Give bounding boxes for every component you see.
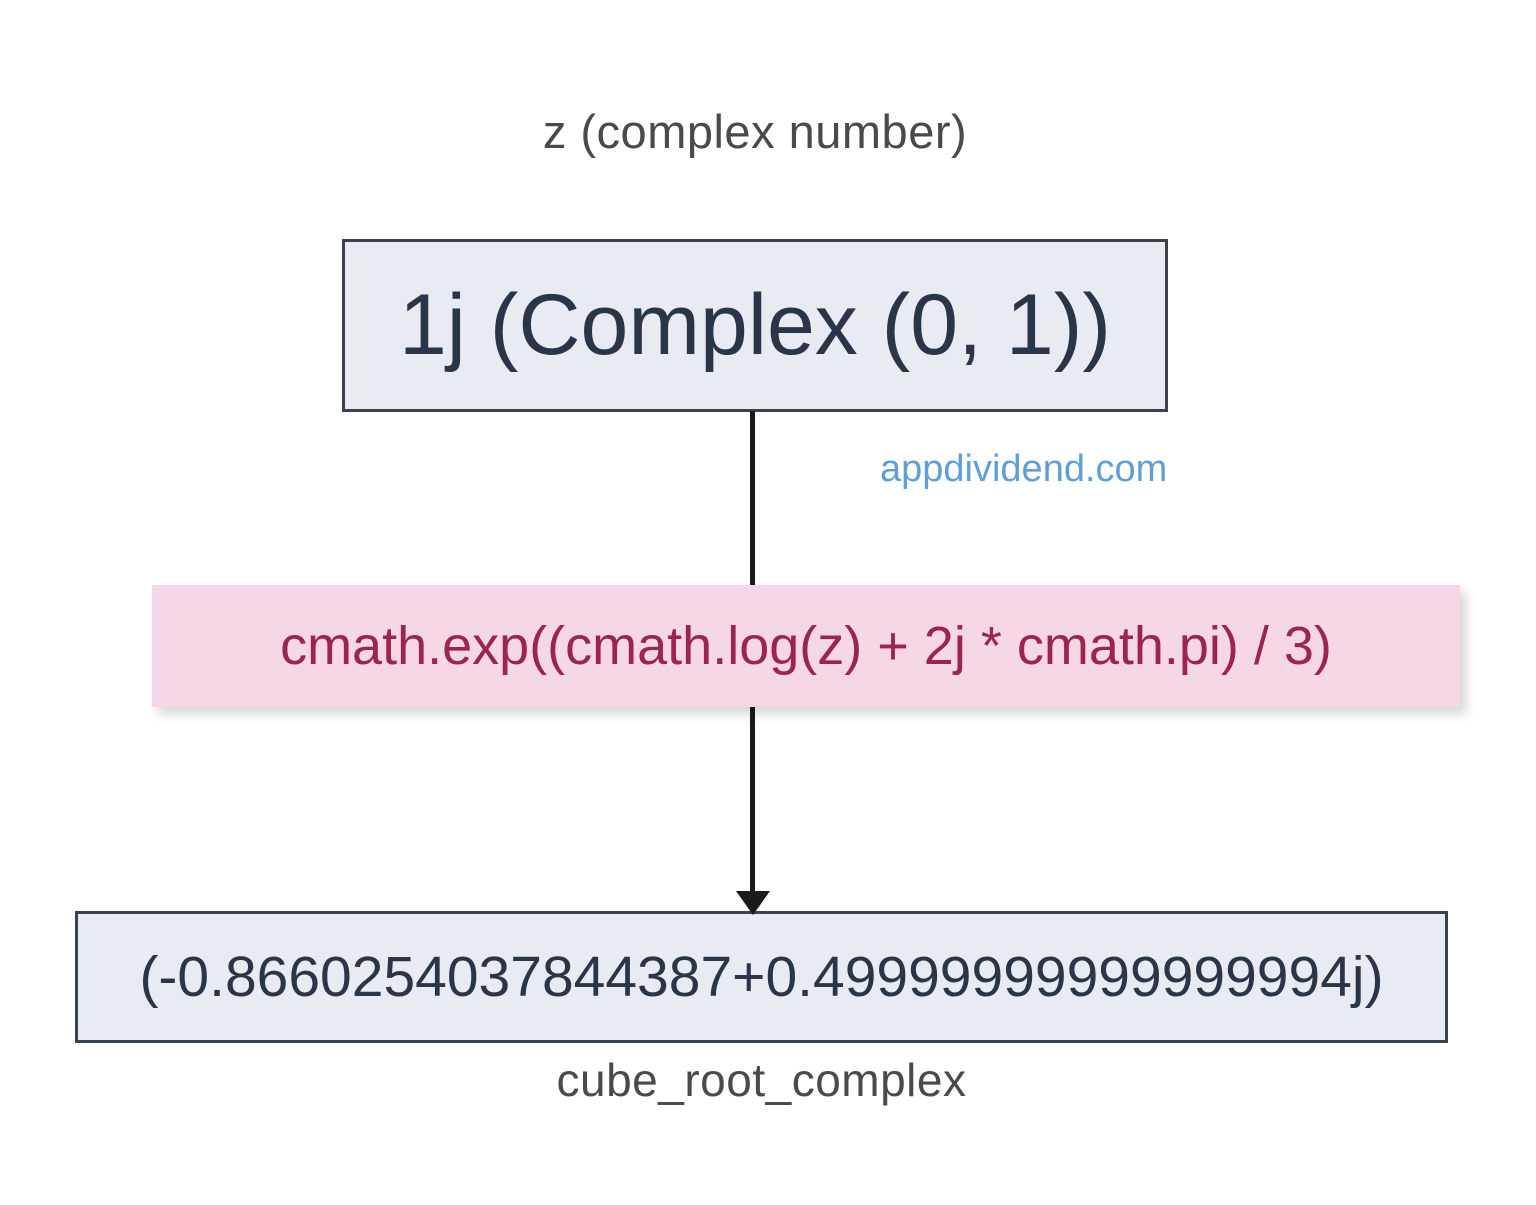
output-variable-label: cube_root_complex [556, 1054, 967, 1106]
input-variable-label: z (complex number) [542, 105, 968, 158]
output-value-box: (-0.8660254037844387+0.49999999999999994… [75, 911, 1448, 1043]
watermark-text: appdividend.com [880, 448, 1168, 490]
input-value-text: 1j (Complex (0, 1)) [398, 277, 1112, 373]
output-value-text: (-0.8660254037844387+0.49999999999999994… [139, 945, 1384, 1009]
formula-text: cmath.exp((cmath.log(z) + 2j * cmath.pi)… [280, 616, 1332, 676]
input-value-box: 1j (Complex (0, 1)) [342, 239, 1168, 412]
formula-box: cmath.exp((cmath.log(z) + 2j * cmath.pi)… [152, 585, 1460, 707]
down-arrow-icon [736, 891, 770, 915]
